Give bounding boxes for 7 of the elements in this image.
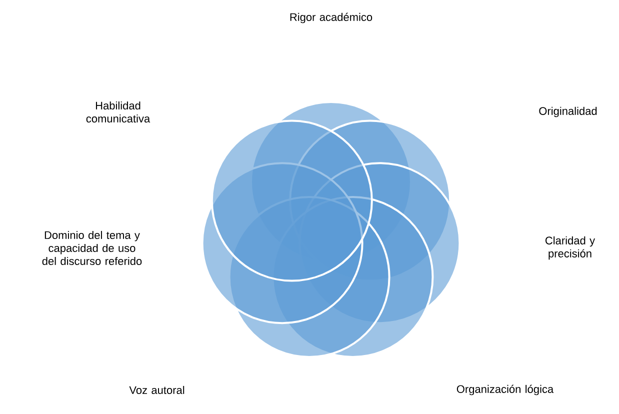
label: Rigor académico — [290, 12, 372, 24]
label: Claridad y precisión — [546, 236, 596, 260]
label: Voz autoral — [129, 386, 184, 394]
label: Habilidad comunicativa — [86, 101, 150, 123]
label: Originalidad — [539, 106, 597, 118]
label: Organización lógica — [456, 384, 554, 396]
label: Dominio del tema y capacidad de uso del discurso referido — [42, 230, 142, 266]
